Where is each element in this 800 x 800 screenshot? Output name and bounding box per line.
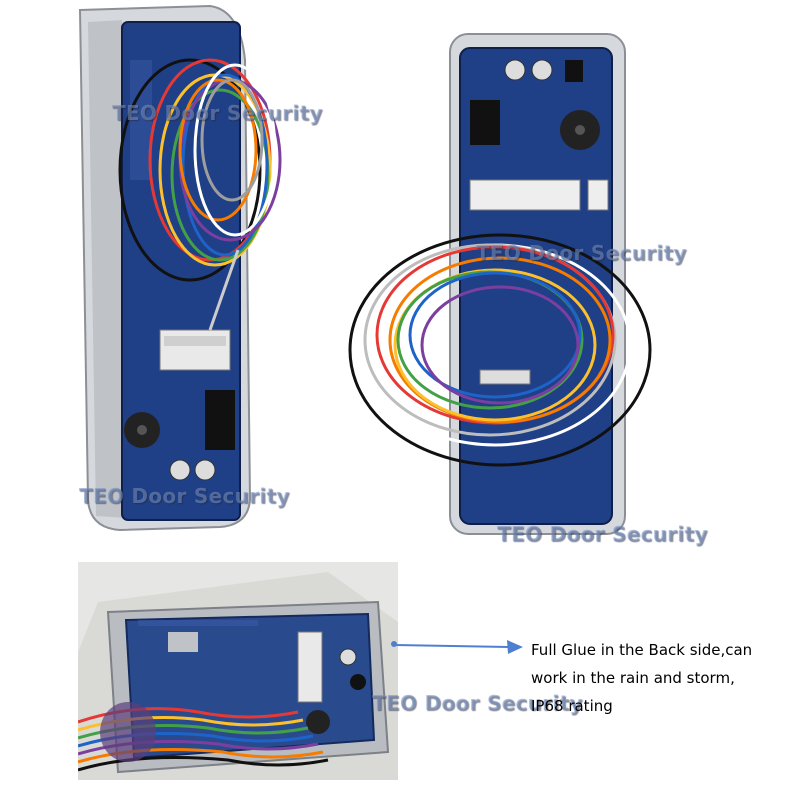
- photo-reader-back-left: [60, 0, 360, 540]
- photo-reader-back-right: [330, 20, 670, 540]
- caption-line: IP68 rating: [531, 697, 613, 715]
- caption-line: Full Glue in the Back side,can: [531, 641, 753, 659]
- caption-line: work in the rain and storm,: [531, 669, 735, 687]
- feature-caption: Full Glue in the Back side,can work in t…: [531, 636, 793, 720]
- photo-glued-back-panel: [78, 562, 398, 780]
- pointer-arrow: [395, 640, 523, 654]
